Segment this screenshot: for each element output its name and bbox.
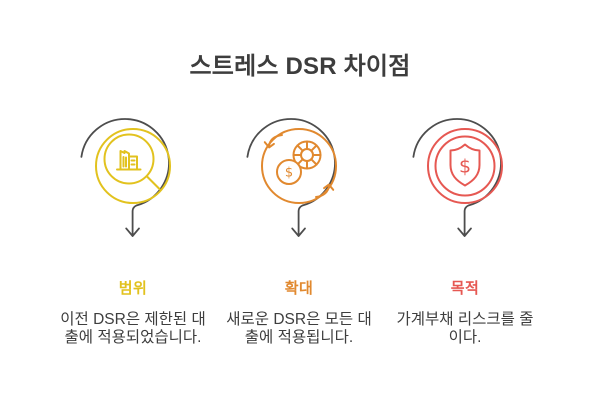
section-expansion: $ 확대 새로운 DSR은 모든 대 출에 적용됩니다.: [216, 110, 382, 347]
description-line: 새로운 DSR은 모든 대: [226, 311, 372, 328]
description-line: 출에 적용되었습니다.: [64, 329, 202, 346]
sections-row: 범위 이전 DSR은 제한된 대 출에 적용되었습니다.: [50, 110, 548, 347]
section-purpose: $ 목적 가계부채 리스크를 줄 이다.: [382, 110, 548, 347]
description-line: 가계부채 리스크를 줄: [396, 311, 534, 328]
scope-graphic: [80, 118, 171, 237]
section-purpose-description: 가계부채 리스크를 줄 이다.: [397, 311, 534, 347]
page-title: 스트레스 DSR 차이점: [189, 53, 411, 80]
purpose-graphic: $: [412, 118, 503, 237]
shield-dollar-icon: $: [427, 128, 503, 204]
section-expansion-description: 새로운 DSR은 모든 대 출에 적용됩니다.: [226, 311, 371, 347]
description-line: 출에 적용됩니다.: [244, 329, 354, 346]
section-scope-description: 이전 DSR은 제한된 대 출에 적용되었습니다.: [60, 311, 205, 347]
shield-dollar-glyph: $: [459, 156, 471, 178]
expansion-graphic: $: [246, 118, 337, 237]
magnifier-building-icon: [95, 128, 171, 204]
currency-exchange-icon: $: [261, 128, 337, 204]
section-expansion-label: 확대: [284, 280, 314, 297]
description-line: 이다.: [448, 329, 482, 346]
description-line: 이전 DSR은 제한된 대: [60, 311, 206, 328]
coin-dollar-glyph: $: [285, 166, 293, 181]
section-scope: 범위 이전 DSR은 제한된 대 출에 적용되었습니다.: [50, 110, 216, 347]
section-purpose-label: 목적: [450, 280, 480, 297]
section-scope-label: 범위: [118, 280, 148, 297]
